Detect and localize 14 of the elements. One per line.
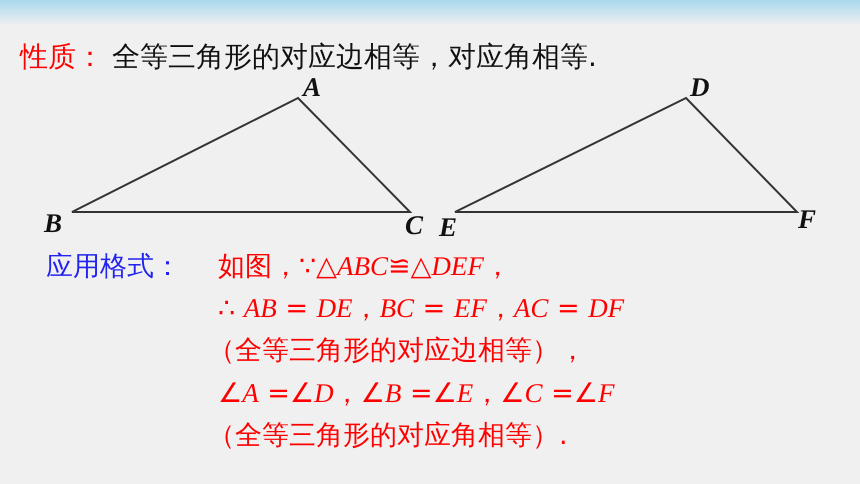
proof-line: ∴ AB = DE，BC = EF，AC = DF (218, 293, 624, 324)
vertex-label: A (303, 72, 322, 104)
property-heading: 性质： (20, 41, 104, 74)
vertex-label: B (44, 208, 62, 240)
vertex-label: F (798, 204, 816, 236)
proof-reason: （全等三角形的对应边相等）， (208, 335, 586, 366)
proof-line: ∠A =∠D，∠B =∠E，∠C =∠F (218, 378, 614, 410)
vertex-label: D (690, 72, 710, 104)
property-statement: 全等三角形的对应边相等，对应角相等. (112, 41, 597, 74)
proof-reason: （全等三角形的对应角相等）. (208, 420, 568, 452)
vertex-label: C (405, 210, 424, 242)
format-heading: 应用格式： (46, 251, 181, 282)
vertex-label: E (439, 212, 458, 244)
proof-line: 如图，∵△ABC≌△DEF， (218, 251, 511, 282)
